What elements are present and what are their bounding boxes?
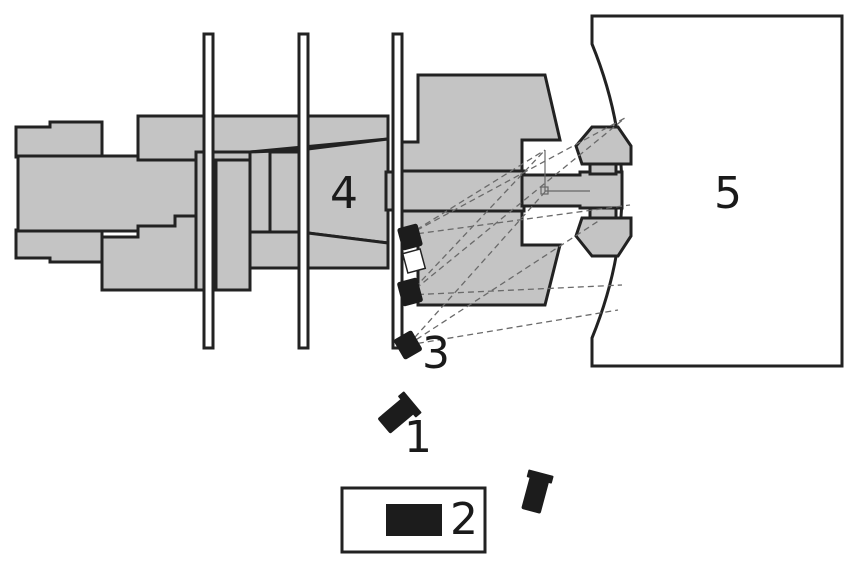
- jaw-top: [574, 125, 633, 166]
- left-flange: [14, 120, 104, 159]
- label-3: 3: [422, 328, 450, 379]
- tool-tip: [520, 170, 624, 210]
- sight-lines: [407, 117, 631, 346]
- label-1: 1: [404, 412, 432, 463]
- gripper-assembly: [400, 73, 633, 307]
- camera-middle: [397, 277, 423, 307]
- target-crosshair: [540, 150, 590, 195]
- label-2: 2: [450, 494, 478, 545]
- jaw-top-stem: [588, 162, 618, 176]
- lower-housing: [100, 214, 198, 292]
- sensor-lower: [521, 469, 554, 514]
- label-5: 5: [714, 168, 742, 219]
- target-block-5: [590, 14, 844, 368]
- lower-box: [248, 230, 390, 270]
- plate-2: [297, 32, 310, 350]
- controller-display: [386, 504, 442, 536]
- plate-1: [202, 32, 215, 350]
- left-flange-lower: [14, 228, 104, 264]
- camera-upper: [397, 223, 423, 251]
- camera-lower: [394, 330, 422, 360]
- camera-array-3: [394, 223, 427, 360]
- jaw-bottom: [574, 216, 633, 258]
- label-4: 4: [330, 168, 358, 219]
- jaw-bottom-stem: [588, 206, 618, 220]
- sensor-1: [378, 391, 422, 434]
